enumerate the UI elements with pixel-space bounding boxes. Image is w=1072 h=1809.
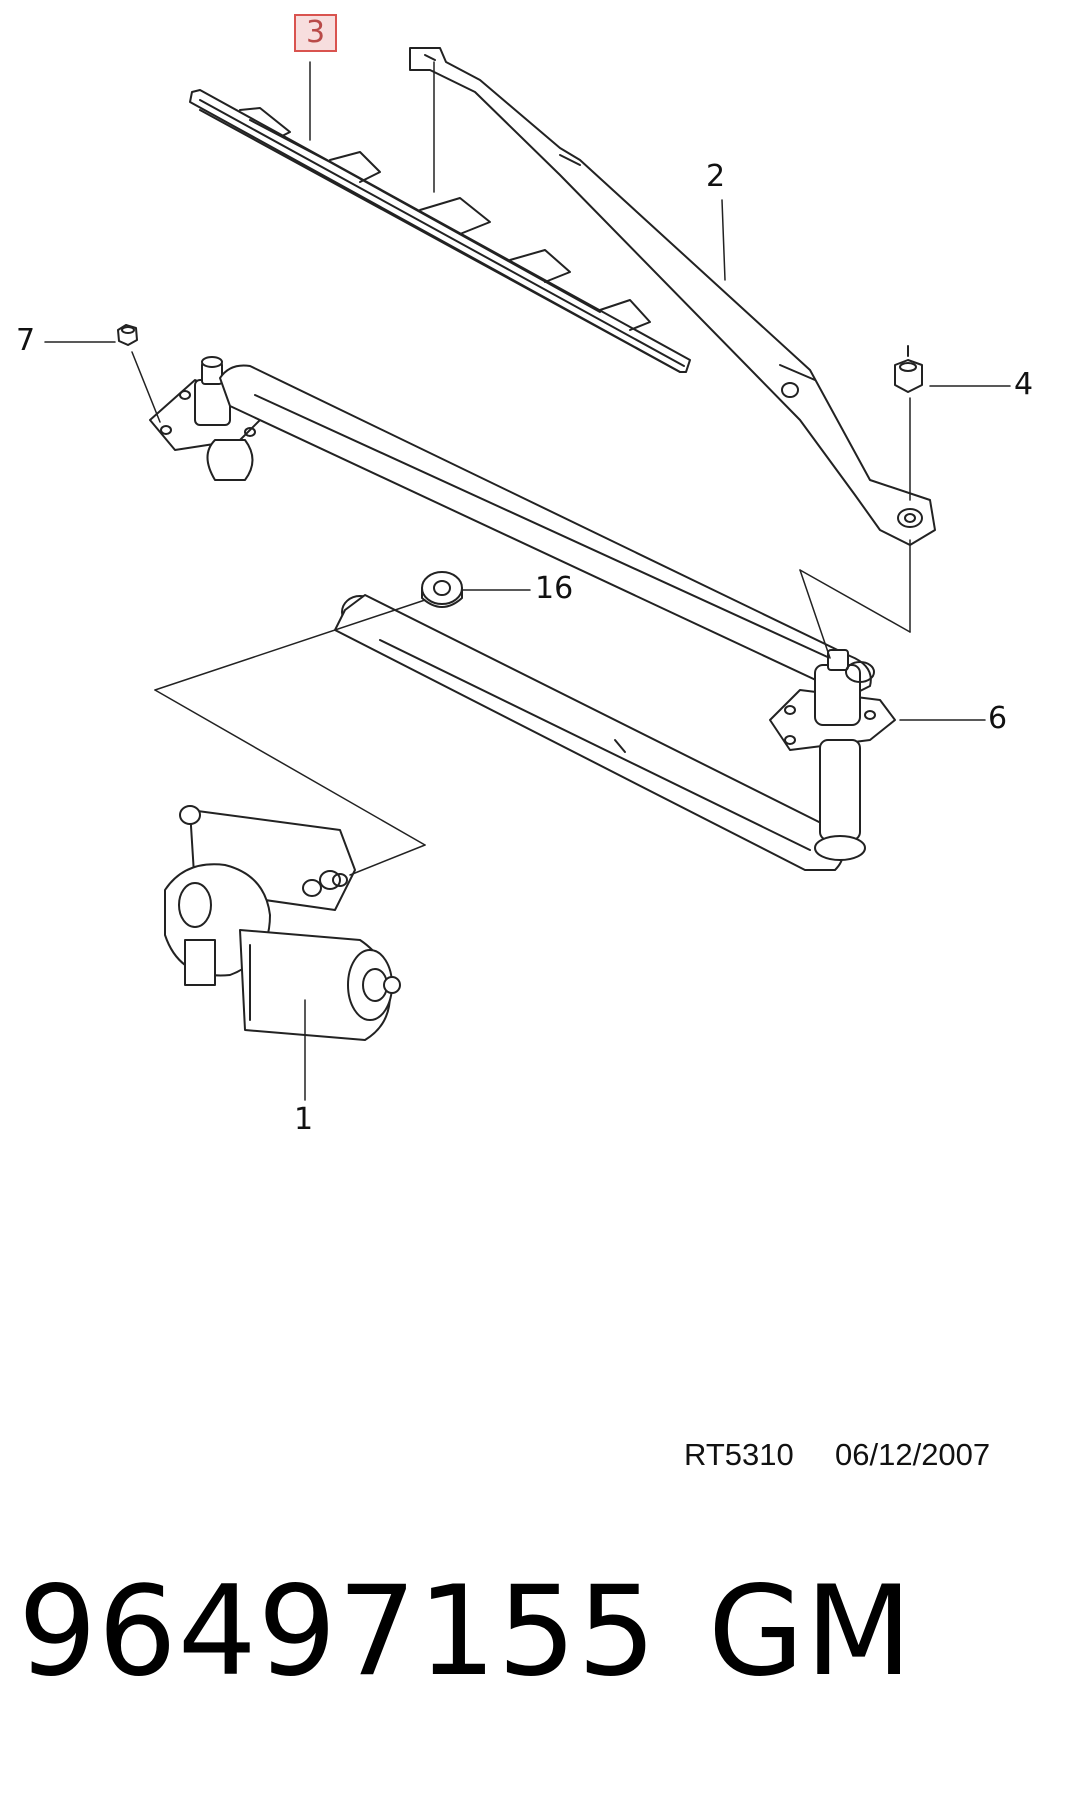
upper-linkage: [149, 356, 872, 697]
nut-7: [117, 324, 138, 346]
wiper-blade: [189, 89, 691, 373]
reference-code: RT5310: [684, 1437, 794, 1472]
bushing-16: [421, 571, 463, 608]
lower-linkage: [334, 594, 896, 871]
part-brand: GM: [708, 1560, 914, 1704]
callout-7[interactable]: 7: [16, 323, 36, 358]
wiper-motor: [164, 805, 401, 1041]
reference-date: 06/12/2007: [835, 1437, 991, 1472]
callout-16[interactable]: 16: [535, 571, 574, 606]
callout-1[interactable]: 1: [294, 1102, 314, 1137]
leader-lines: [44, 61, 1011, 1101]
part-number: 96497155: [18, 1560, 658, 1704]
callout-6[interactable]: 6: [988, 701, 1008, 736]
callout-3[interactable]: 3: [294, 14, 338, 52]
callout-2[interactable]: 2: [706, 159, 726, 194]
wiper-arm: [409, 47, 936, 546]
callout-4[interactable]: 4: [1014, 367, 1034, 402]
nut-4: [894, 345, 923, 393]
